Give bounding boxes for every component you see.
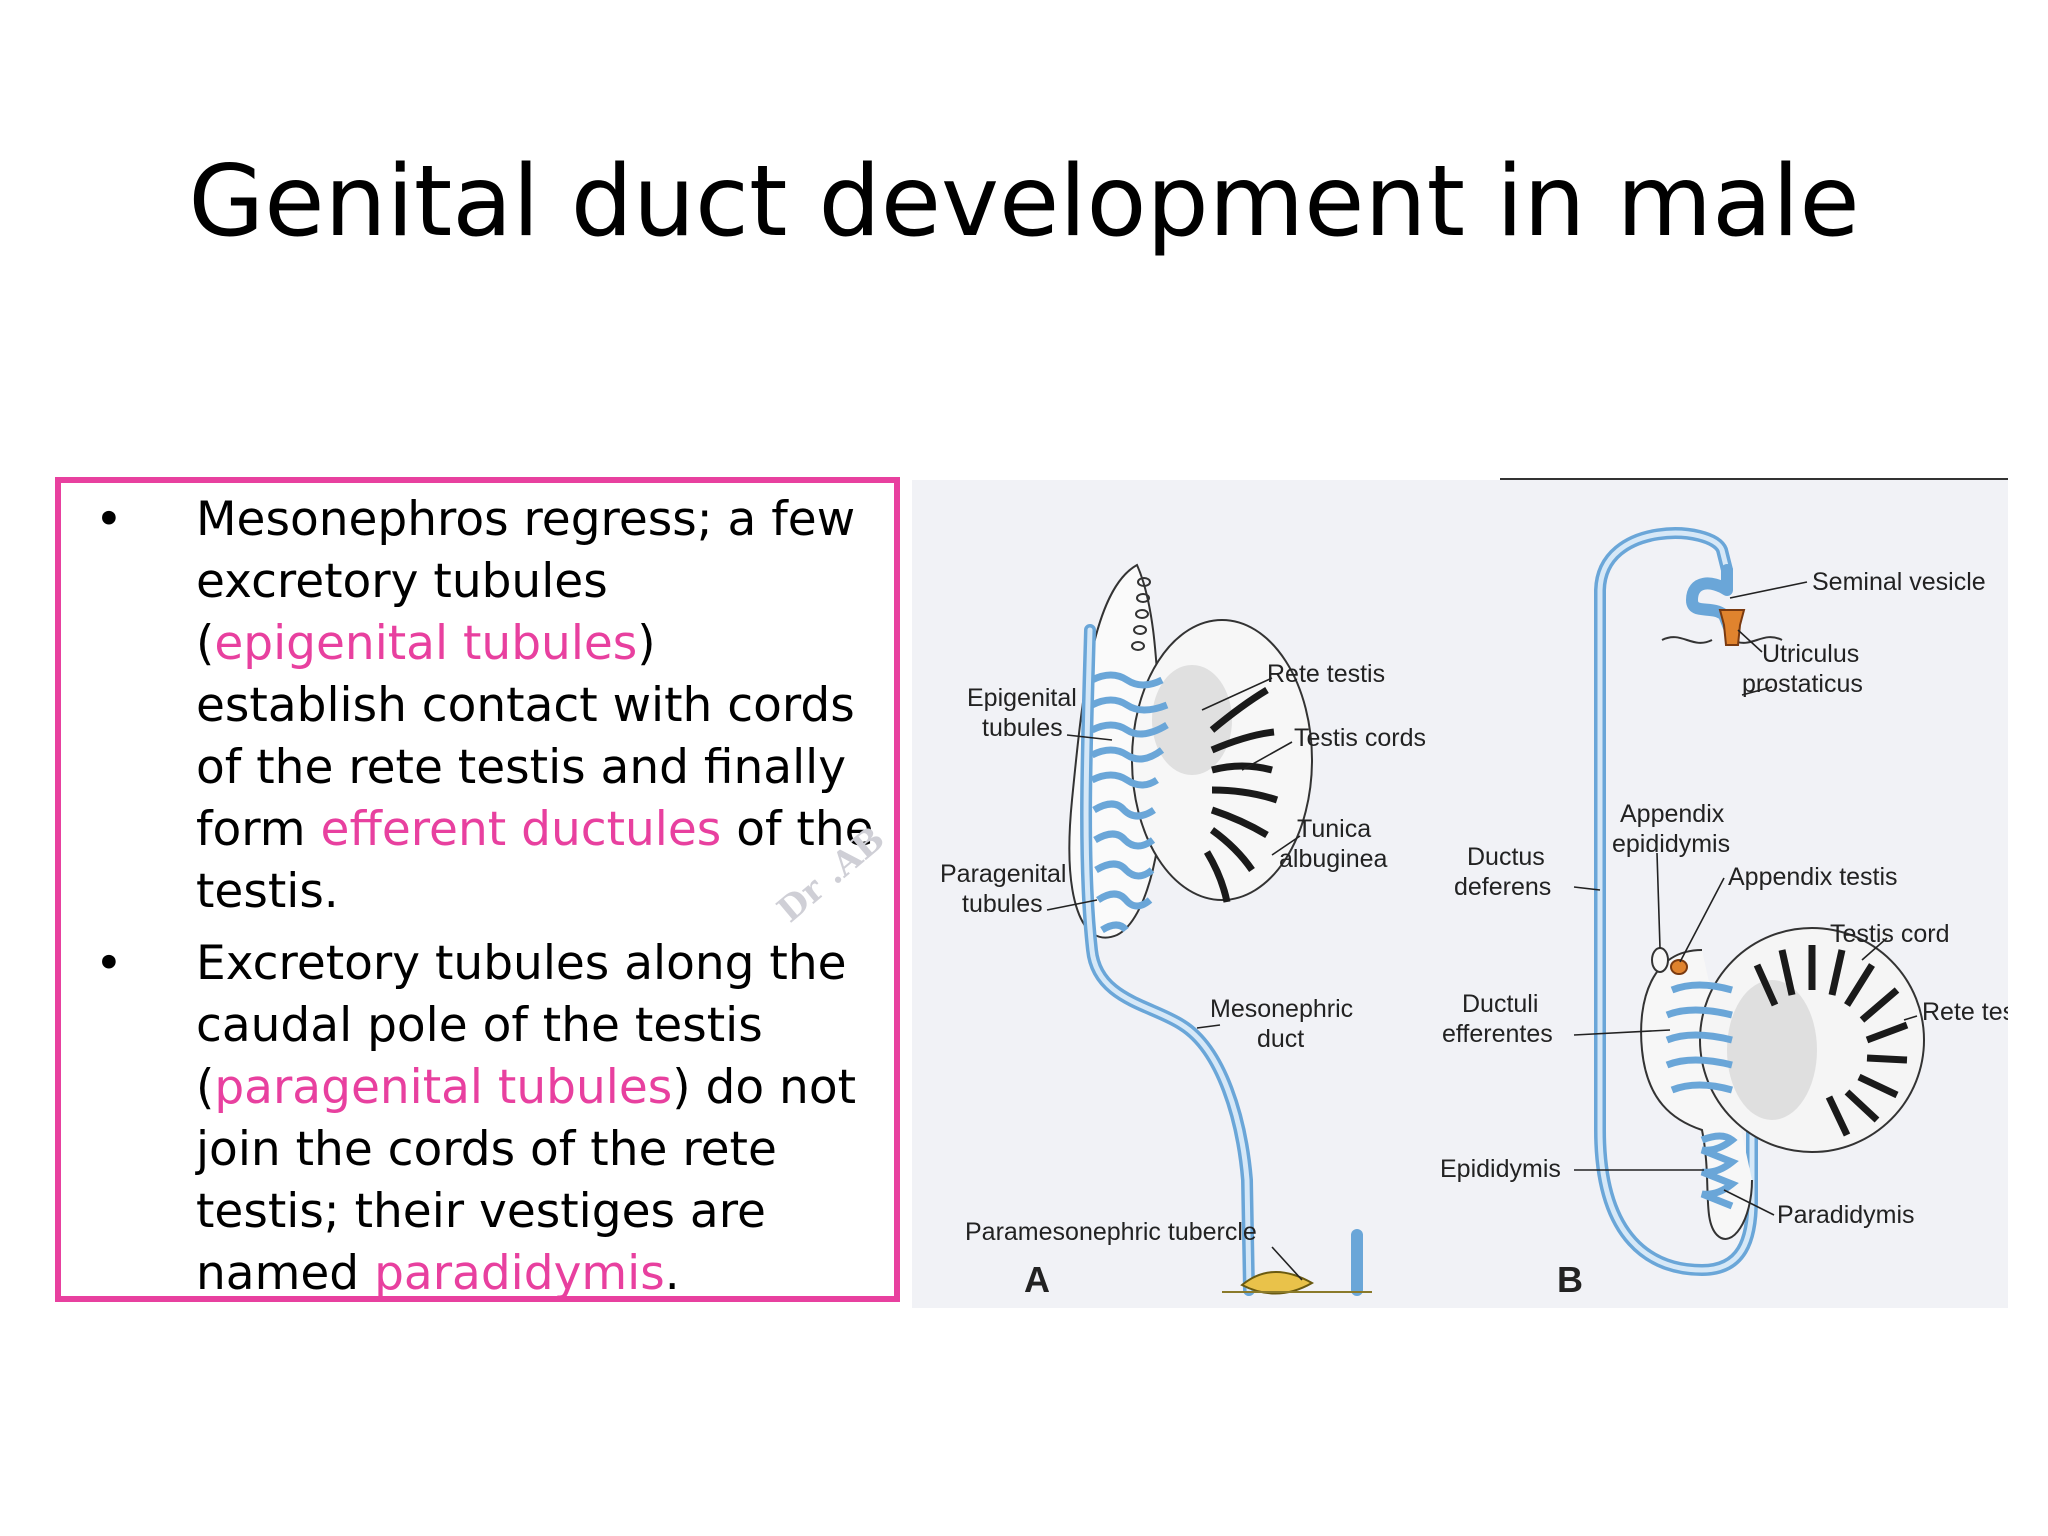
label-appendix-epididymis-2: epididymis — [1612, 830, 1730, 858]
bullet-text: ) do not join the cords of the rete test… — [196, 1060, 857, 1301]
bullet-marker: • — [95, 936, 123, 991]
bullet-text-box: • Mesonephros regress; a few excretory tu… — [55, 477, 900, 1302]
bullet-marker: • — [95, 492, 123, 547]
bullet-text: of the testis. — [196, 802, 874, 919]
slide-title: Genital duct development in male — [188, 145, 1860, 259]
panel-letter-a: A — [1024, 1259, 1050, 1300]
figure-svg: Epigenital tubules Paragenital tubules R… — [940, 527, 2040, 1300]
embryology-figure: Epigenital tubules Paragenital tubules R… — [912, 480, 2040, 1308]
label-appendix-epididymis-1: Appendix — [1620, 800, 1725, 828]
highlighted-term: paradidymis — [374, 1246, 665, 1301]
bullet-item: • Excretory tubules along the caudal pole… — [81, 933, 874, 1305]
highlighted-term: efferent ductules — [320, 802, 722, 857]
ductuli-efferentes-coils — [1665, 981, 1733, 1094]
label-seminal-vesicle: Seminal vesicle — [1812, 568, 1986, 596]
label-paramesonephric-tubercle: Paramesonephric tubercle — [965, 1218, 1257, 1246]
label-paragenital-1: Paragenital — [940, 860, 1066, 888]
rete-network-b — [1727, 980, 1817, 1120]
testis-cords-b — [1753, 945, 1909, 1137]
bullet-item: • Mesonephros regress; a few excretory tu… — [81, 489, 874, 923]
highlighted-term: epigenital tubules — [214, 616, 638, 671]
bullet-text: Mesonephros regress; a few excretory tub… — [196, 492, 856, 671]
bullet-list: • Mesonephros regress; a few excretory tu… — [81, 489, 874, 1315]
label-ductus-1: Ductus — [1467, 843, 1545, 871]
label-tunica-2: albuginea — [1279, 845, 1388, 873]
label-epigenital-2: tubules — [982, 714, 1063, 742]
bullet-text: Excretory tubules along the caudal pole … — [196, 936, 847, 1115]
label-mesonephric-2: duct — [1257, 1025, 1304, 1053]
label-mesonephric-1: Mesonephric — [1210, 995, 1353, 1023]
label-utriculus-2: prostaticus — [1742, 670, 1863, 698]
label-rete-testis-a: Rete testis — [1267, 660, 1385, 688]
label-rete-testis-b: Rete testis — [1922, 998, 2008, 1026]
label-paragenital-2: tubules — [962, 890, 1043, 918]
testis-cords-a — [1203, 686, 1279, 903]
label-tunica-1: Tunica — [1297, 815, 1371, 843]
figure-top-border — [1500, 478, 2008, 481]
label-ductuli-2: efferentes — [1442, 1020, 1553, 1048]
utriculus-shape — [1718, 609, 1746, 646]
bullet-text: . — [664, 1246, 680, 1301]
appendix-epididymis-shape — [1651, 947, 1669, 973]
label-epididymis: Epididymis — [1440, 1155, 1561, 1183]
label-ductuli-1: Ductuli — [1462, 990, 1538, 1018]
excretory-tubules-a — [1090, 671, 1169, 934]
label-utriculus-1: Utriculus — [1762, 640, 1859, 668]
bullet-text: ) establish contact with cords of the re… — [196, 616, 855, 857]
panel-b-diagram: Seminal vesicle Utriculus prostaticus Ap… — [1440, 527, 2040, 1300]
highlighted-term: paragenital tubules — [214, 1060, 673, 1115]
panel-a-diagram: Epigenital tubules Paragenital tubules R… — [940, 563, 1426, 1300]
seminal-vesicle-shape — [1686, 564, 1738, 641]
label-epigenital-1: Epigenital — [967, 684, 1077, 712]
label-testis-cord: Testis cord — [1830, 920, 1949, 948]
appendix-testis-shape — [1670, 959, 1688, 975]
label-testis-cords: Testis cords — [1294, 724, 1426, 752]
label-paradidymis: Paradidymis — [1777, 1201, 1915, 1229]
mesonephric-vesicles — [1131, 577, 1151, 651]
label-appendix-testis: Appendix testis — [1728, 863, 1898, 891]
label-ductus-2: deferens — [1454, 873, 1551, 901]
epididymis-coils — [1700, 1132, 1739, 1210]
panel-letter-b: B — [1557, 1259, 1583, 1300]
